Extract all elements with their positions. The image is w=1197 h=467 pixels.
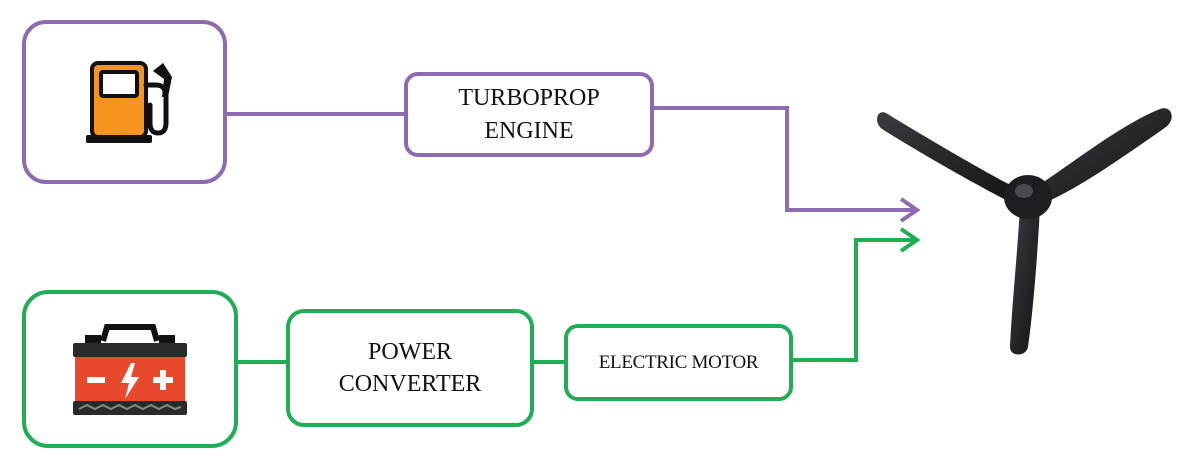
fuel-source-box	[22, 20, 227, 184]
turboprop-engine-box: TURBOPROP ENGINE	[404, 72, 654, 157]
arrowhead-purple	[899, 197, 921, 223]
electric-motor-label: ELECTRIC MOTOR	[598, 351, 759, 373]
fuel-pump-icon	[85, 61, 172, 143]
arrowhead-green	[899, 227, 921, 253]
turboprop-engine-label: TURBOPROP ENGINE	[458, 85, 600, 144]
propeller-icon	[877, 108, 1172, 355]
electric-motor-box: ELECTRIC MOTOR	[564, 324, 793, 401]
battery-box	[22, 290, 238, 448]
edge-turboprop-to-propeller	[654, 106, 914, 212]
power-converter-box: POWER CONVERTER	[286, 309, 534, 427]
power-converter-label: POWER CONVERTER	[338, 338, 482, 397]
battery-icon	[73, 324, 187, 415]
propeller-box	[870, 95, 1180, 370]
edge-motor-to-propeller	[793, 238, 914, 362]
